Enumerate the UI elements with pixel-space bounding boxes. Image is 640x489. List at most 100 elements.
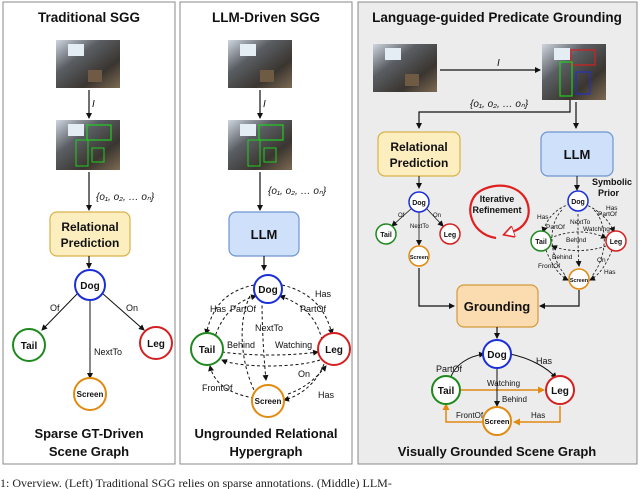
right-final-edge-frontof	[442, 403, 482, 423]
left-subtitle-line1: Sparse GT-Driven	[34, 426, 143, 441]
right-prior-nextto: NextTo	[570, 219, 591, 226]
right-small-edge-of	[391, 207, 413, 227]
right-final-behind-label: Behind	[502, 395, 527, 404]
right-final-edge-has2	[513, 406, 561, 426]
right-prior-node-screen-label: Screen	[570, 278, 589, 284]
right-final-has1-label: Has	[536, 356, 553, 366]
right-final-node-screen-label: Screen	[484, 417, 509, 426]
right-final-has2-label: Has	[531, 411, 545, 420]
left-title: Traditional SGG	[38, 10, 140, 25]
middle-edge-watching: Watching	[275, 340, 312, 350]
right-final-node-dog-label: Dog	[487, 350, 506, 361]
right-photo-left	[373, 44, 437, 92]
right-prior-partof2: PartOf	[598, 211, 617, 218]
middle-title: LLM-Driven SGG	[212, 10, 320, 25]
left-relational-prediction-box	[49, 211, 131, 257]
right-final-node-leg	[545, 375, 575, 405]
right-prior-on: On	[597, 257, 606, 264]
left-image-label: I	[92, 99, 95, 110]
right-prior-node-screen	[568, 268, 590, 290]
left-photo-boxes	[56, 120, 120, 170]
right-final-partof-label: PartOf	[436, 364, 463, 374]
middle-node-dog-label: Dog	[258, 285, 277, 296]
middle-edge-partof1: PartOf	[230, 304, 257, 314]
middle-edge-has1: Has	[210, 304, 227, 314]
right-final-watching-label: Watching	[487, 379, 520, 388]
right-iterative-line1: Iterative	[480, 194, 515, 204]
middle-llm-label: LLM	[251, 227, 278, 242]
middle-hyperedges	[204, 284, 334, 402]
left-edge-of	[41, 292, 79, 331]
right-arrow-prior-grounding	[539, 290, 580, 309]
middle-edge-nextto: NextTo	[255, 323, 283, 333]
right-prior-node-leg	[605, 230, 627, 252]
middle-edge-on: On	[298, 369, 310, 379]
right-prior-frontof: FrontOf	[538, 263, 560, 270]
right-small-node-tail	[375, 223, 397, 245]
right-small-edge-on	[425, 207, 444, 227]
left-edge-nextto-label: NextTo	[94, 347, 122, 357]
right-small-node-leg-label: Leg	[444, 232, 456, 239]
right-prior-behind2: Behind	[552, 254, 573, 261]
right-arrow-objects	[416, 100, 571, 129]
right-prior-partof1: PartOf	[546, 224, 565, 231]
right-small-node-screen-label: Screen	[410, 255, 429, 261]
left-node-tail	[12, 328, 46, 362]
left-photo-top	[56, 40, 120, 88]
right-relational-line1: Relational	[390, 140, 447, 154]
right-photo-boxes	[542, 44, 606, 100]
middle-image-label: I	[263, 99, 266, 110]
right-symbolic-line2: Prior	[598, 188, 620, 198]
right-prior-node-tail-label: Tail	[535, 239, 547, 246]
right-small-edge-on-label: On	[433, 213, 441, 219]
middle-subtitle-line2: Hypergraph	[230, 444, 303, 459]
right-small-node-screen	[408, 245, 430, 267]
middle-node-screen-label: Screen	[255, 397, 282, 406]
right-image-label: I	[497, 58, 500, 69]
middle-node-leg-label: Leg	[325, 345, 343, 356]
left-edge-on	[101, 292, 145, 331]
right-prior-hyperedges	[541, 203, 615, 281]
right-relational-line2: Prediction	[390, 156, 449, 170]
right-small-node-leg	[439, 223, 461, 245]
middle-edge-behind: Behind	[227, 340, 255, 350]
left-objects-label: {o₁, o₂, … oₙ}	[96, 192, 155, 203]
right-arrow-rel-grounding	[418, 268, 455, 309]
left-node-leg	[139, 326, 173, 360]
middle-node-screen	[251, 384, 285, 418]
right-final-node-dog	[482, 339, 512, 369]
right-small-edge-of-label: Of	[398, 213, 405, 219]
middle-edge-frontof: FrontOf	[202, 383, 233, 393]
right-small-node-dog-label: Dog	[412, 200, 426, 207]
right-final-frontof-label: FrontOf	[456, 411, 484, 420]
right-prior-node-tail	[530, 230, 552, 252]
right-symbolic-line1: Symbolic	[592, 177, 632, 187]
left-node-screen-label: Screen	[77, 390, 104, 399]
right-prior-node-leg-label: Leg	[610, 239, 622, 246]
right-prior-node-dog-label: Dog	[571, 199, 585, 206]
left-edge-of-label: Of	[50, 303, 60, 313]
right-iterative-line2: Refinement	[472, 205, 521, 215]
right-final-edge-has1	[509, 353, 557, 379]
middle-photo-boxes	[228, 120, 292, 170]
left-node-dog	[74, 269, 106, 301]
left-node-tail-label: Tail	[21, 341, 38, 352]
middle-subtitle-line1: Ungrounded Relational	[195, 426, 338, 441]
right-title: Language-guided Predicate Grounding	[372, 10, 622, 25]
middle-edge-partof2: PartOf	[300, 304, 327, 314]
figure-canvas: Traditional SGG I {o₁, o₂, … oₙ} Relatio…	[2, 1, 638, 465]
middle-edge-has2: Has	[315, 289, 332, 299]
left-relational-line2: Prediction	[61, 236, 120, 250]
right-final-node-leg-label: Leg	[551, 386, 569, 397]
left-node-leg-label: Leg	[147, 339, 165, 350]
right-objects-label: {o₁, o₂, … oₙ}	[470, 99, 529, 110]
figure-caption: 1: Overview. (Left) Traditional SGG reli…	[0, 476, 392, 489]
right-prior-watching: Watching	[583, 226, 610, 233]
right-prior-has2: Has	[606, 205, 618, 212]
middle-edge-has3: Has	[318, 390, 335, 400]
left-edge-on-label: On	[126, 303, 138, 313]
left-relational-line1: Relational	[61, 220, 118, 234]
right-small-edge-nextto-label: NextTo	[410, 224, 429, 230]
right-small-node-tail-label: Tail	[380, 232, 392, 239]
right-final-node-tail-label: Tail	[438, 386, 455, 397]
